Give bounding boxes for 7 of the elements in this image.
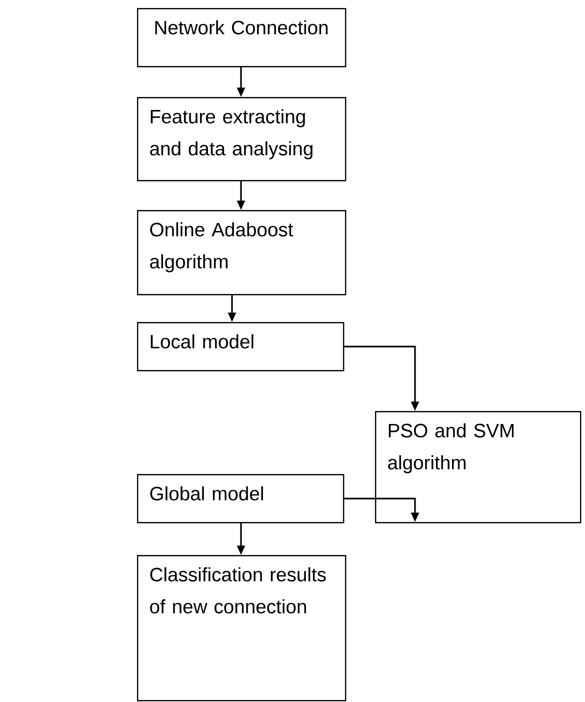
process-box: Feature extracting and data analysing — [137, 97, 346, 182]
process-box: Classification results of new connection — [137, 555, 346, 702]
process-box: Online Adaboost algorithm — [137, 210, 346, 296]
process-box: PSO and SVM algorithm — [375, 411, 582, 524]
process-box: Local model — [137, 322, 344, 372]
process-box: Global model — [137, 474, 344, 524]
process-box: Network Connection — [137, 8, 346, 68]
